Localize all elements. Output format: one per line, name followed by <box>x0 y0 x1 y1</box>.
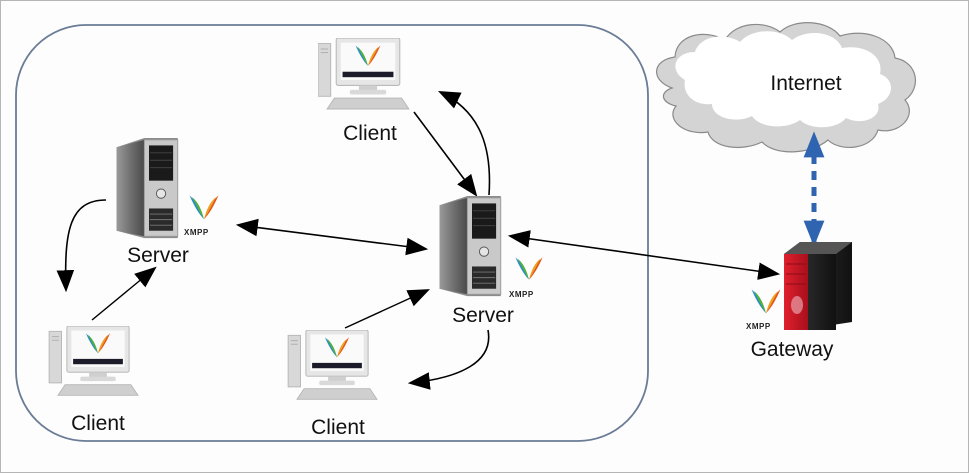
internet-label: Internet <box>770 72 841 95</box>
client-bottom-center-node[interactable]: Client <box>288 330 377 439</box>
gateway-label: Gateway <box>751 338 834 361</box>
edge-client-bottom-center-to-server-center <box>344 289 431 329</box>
cloud-body <box>675 31 892 128</box>
server-center-label: Server <box>452 304 514 327</box>
edge-server-left-to-client-bottom-left <box>56 199 107 293</box>
edge-client-top-to-server-center <box>413 111 478 197</box>
edge-server-center-to-client-top <box>438 91 491 196</box>
desktop-computer-icon <box>288 330 377 399</box>
xmpp-badge-text: XMPP <box>509 290 534 299</box>
edge-server-left-server-center <box>235 218 429 256</box>
server-left-node[interactable]: XMPP Server <box>116 138 219 267</box>
xmpp-badge-text: XMPP <box>184 228 209 237</box>
edges <box>56 91 781 390</box>
server-left-label: Server <box>127 244 189 267</box>
edge-server-center-to-client-bottom-center <box>407 329 490 390</box>
server-tower-icon <box>439 196 502 297</box>
desktop-computer-icon <box>49 326 138 395</box>
gateway-node[interactable]: XMPP Gateway <box>746 242 852 361</box>
client-bottom-left-label: Client <box>71 412 125 435</box>
edge-server-center-gateway <box>507 230 781 280</box>
server-tower-icon <box>116 138 179 239</box>
xmpp-logo-icon: XMPP <box>184 195 219 237</box>
client-top-label: Client <box>343 122 397 145</box>
xmpp-logo-icon: XMPP <box>509 257 543 299</box>
xmpp-badge-text: XMPP <box>746 322 771 331</box>
xmpp-logo-icon: XMPP <box>746 289 781 331</box>
server-center-node[interactable]: XMPP Server <box>439 196 543 327</box>
client-bottom-left-node[interactable]: Client <box>49 326 138 435</box>
desktop-computer-icon <box>318 38 409 109</box>
internet-cloud: Internet <box>656 22 916 153</box>
edge-client-bottom-left-to-server-left <box>91 266 157 321</box>
gateway-server-icon <box>784 242 852 330</box>
client-bottom-center-label: Client <box>311 416 365 439</box>
client-top-node[interactable]: Client <box>318 38 409 145</box>
